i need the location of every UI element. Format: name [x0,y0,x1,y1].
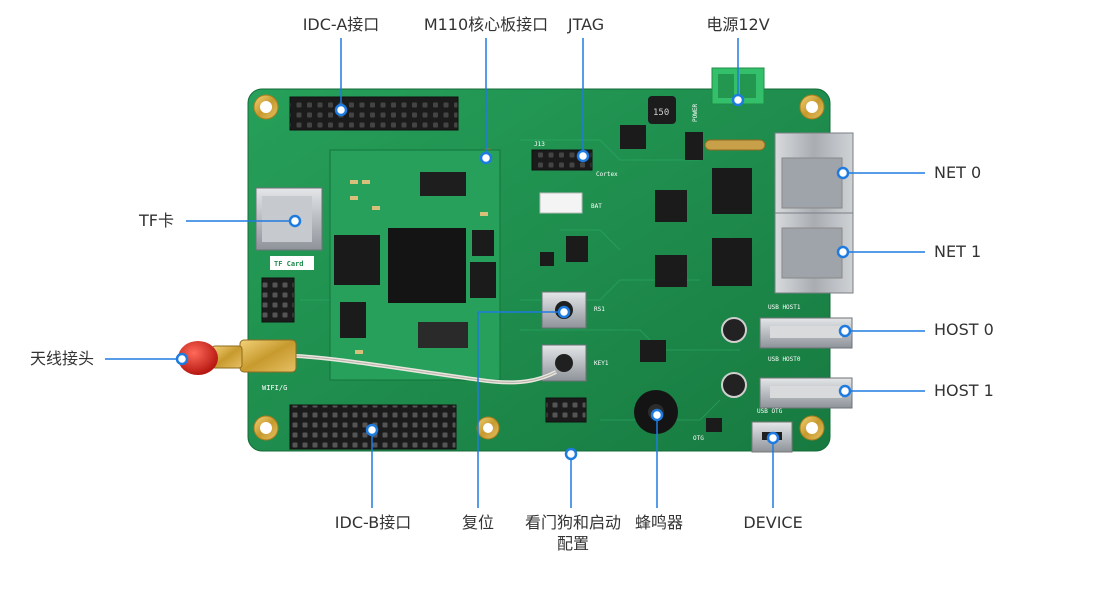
label-m110: M110核心板接口 [423,15,549,34]
dot-jtag [576,149,590,163]
label-idc-b: IDC-B接口 [334,513,412,532]
bat-silk: BAT [591,203,602,210]
dot-host1 [838,384,852,398]
label-net1: NET 1 [934,242,982,261]
dot-net0 [836,166,850,180]
cortex-silk: Cortex [596,171,618,178]
callout-dots [175,93,852,461]
dot-buzzer [650,408,664,422]
jtag-ref-silk: J13 [534,141,545,148]
rs1-silk: RS1 [594,306,605,313]
tf-card-silk: TF Card [274,260,304,268]
inductor-silk: 150 [653,108,669,118]
label-tf: TF卡 [139,211,174,230]
usb-host0-silk: USB HOST0 [768,356,801,363]
label-buzzer: 蜂鸣器 [634,513,684,532]
key1-silk: KEY1 [594,360,609,367]
usb-otg-silk: USB OTG [757,408,783,415]
power-silk: POWER [692,104,699,122]
label-power: 电源12V [706,15,770,34]
dot-tf [288,214,302,228]
label-idc-a: IDC-A接口 [302,15,380,34]
dot-net1 [836,245,850,259]
dot-power [731,93,745,107]
dot-m110 [479,151,493,165]
dot-watchdog [564,447,578,461]
dot-idc-b [365,423,379,437]
label-host0: HOST 0 [934,320,994,339]
label-net0: NET 0 [934,163,982,182]
callout-lines [105,38,925,508]
dot-device [766,431,780,445]
wifi-silk: WIFI/G [262,384,287,392]
dot-host0 [838,324,852,338]
otg-silk: OTG [693,435,704,442]
label-antenna: 天线接头 [29,349,94,368]
label-reset: 复位 [461,513,495,532]
label-device: DEVICE [743,513,803,532]
dot-antenna [175,352,189,366]
label-host1: HOST 1 [934,381,994,400]
dot-reset [557,305,571,319]
label-jtag: JTAG [567,15,605,34]
dot-idc-a [334,103,348,117]
label-watchdog-line1: 看门狗和启动 [524,513,622,532]
label-watchdog-line2: 配置 [556,534,590,553]
usb-host1-silk: USB HOST1 [768,304,801,311]
